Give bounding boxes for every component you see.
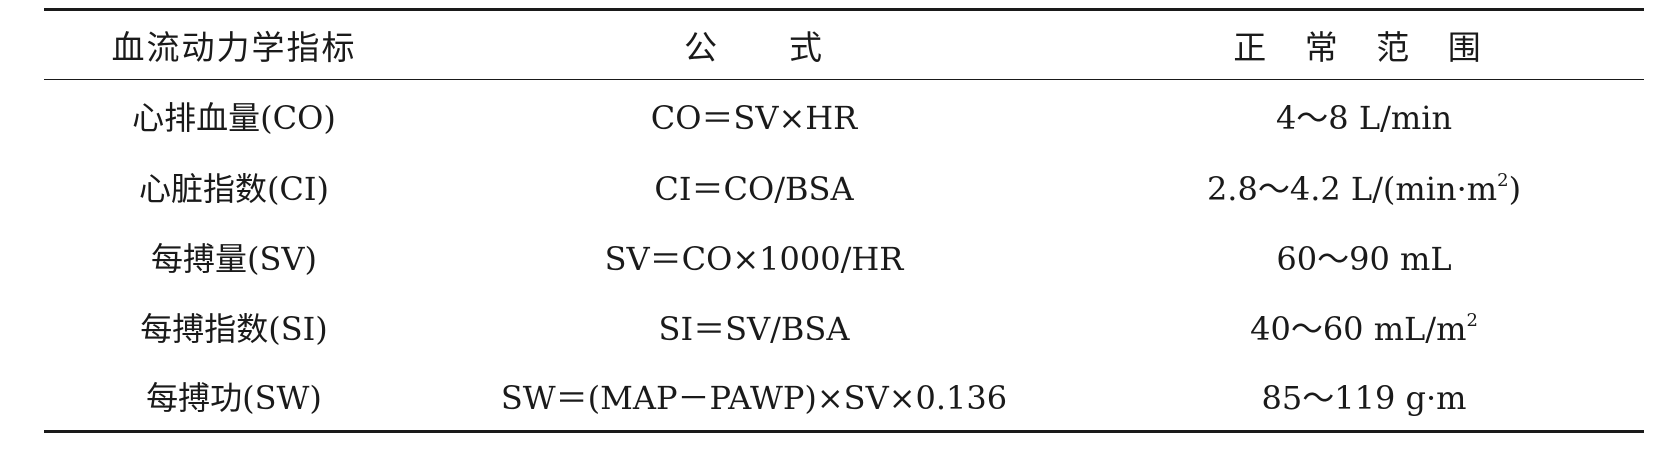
hemodynamics-table: 血流动力学指标 公 式 正 常 范 围 心排血量(CO) CO＝SV×HR 4～…	[44, 8, 1644, 433]
formula-cell: CO＝SV×HR	[650, 98, 858, 137]
header-row: 血流动力学指标 公 式 正 常 范 围	[44, 8, 1644, 80]
range-tail: )	[1508, 169, 1522, 208]
indicator-cell: 每搏量(SV)	[150, 239, 317, 278]
indicator-cell: 心脏指数(CI)	[138, 169, 330, 208]
header-formula: 公 式	[424, 8, 1084, 80]
range-text: 4～8 L/min	[1275, 98, 1453, 137]
table-header: 血流动力学指标 公 式 正 常 范 围	[44, 8, 1644, 80]
formula-cell: CI＝CO/BSA	[654, 169, 854, 208]
indicator-cell: 每搏功(SW)	[44, 361, 424, 433]
formula-cell: SV＝CO×1000/HR	[604, 239, 904, 278]
range-cell: 40～60 mL/m2	[1084, 292, 1644, 362]
range-cell: 85～119 g·m	[1084, 361, 1644, 433]
header-indicator: 血流动力学指标	[44, 8, 424, 80]
table-row: 每搏指数(SI) SI＝SV/BSA 40～60 mL/m2	[44, 292, 1644, 362]
range-text: 60～90 mL	[1276, 239, 1452, 278]
formula-cell: SW＝(MAP－PAWP)×SV×0.136	[424, 361, 1084, 433]
range-text: 40～60 mL/m	[1250, 309, 1467, 348]
range-superscript: 2	[1497, 169, 1509, 191]
range-text: 2.8～4.2 L/(min·m	[1206, 169, 1498, 208]
table-row: 心脏指数(CI) CI＝CO/BSA 2.8～4.2 L/(min·m2)	[44, 152, 1644, 222]
range-cell: 60～90 mL	[1084, 222, 1644, 292]
table-body: 心排血量(CO) CO＝SV×HR 4～8 L/min 心脏指数(CI) CI＝…	[44, 80, 1644, 433]
table-row: 每搏功(SW) SW＝(MAP－PAWP)×SV×0.136 85～119 g·…	[44, 361, 1644, 433]
hemodynamics-table-container: 血流动力学指标 公 式 正 常 范 围 心排血量(CO) CO＝SV×HR 4～…	[44, 8, 1644, 433]
range-cell: 2.8～4.2 L/(min·m2)	[1084, 152, 1644, 222]
indicator-cell: 每搏指数(SI)	[140, 309, 328, 348]
range-superscript: 2	[1466, 309, 1478, 331]
range-cell: 4～8 L/min	[1084, 80, 1644, 152]
indicator-cell: 心排血量(CO)	[132, 98, 336, 137]
range-text: 85～119 g·m	[1261, 378, 1467, 417]
table-row: 每搏量(SV) SV＝CO×1000/HR 60～90 mL	[44, 222, 1644, 292]
table-row: 心排血量(CO) CO＝SV×HR 4～8 L/min	[44, 80, 1644, 152]
header-normal-range: 正 常 范 围	[1084, 8, 1644, 80]
formula-cell: SI＝SV/BSA	[658, 309, 850, 348]
